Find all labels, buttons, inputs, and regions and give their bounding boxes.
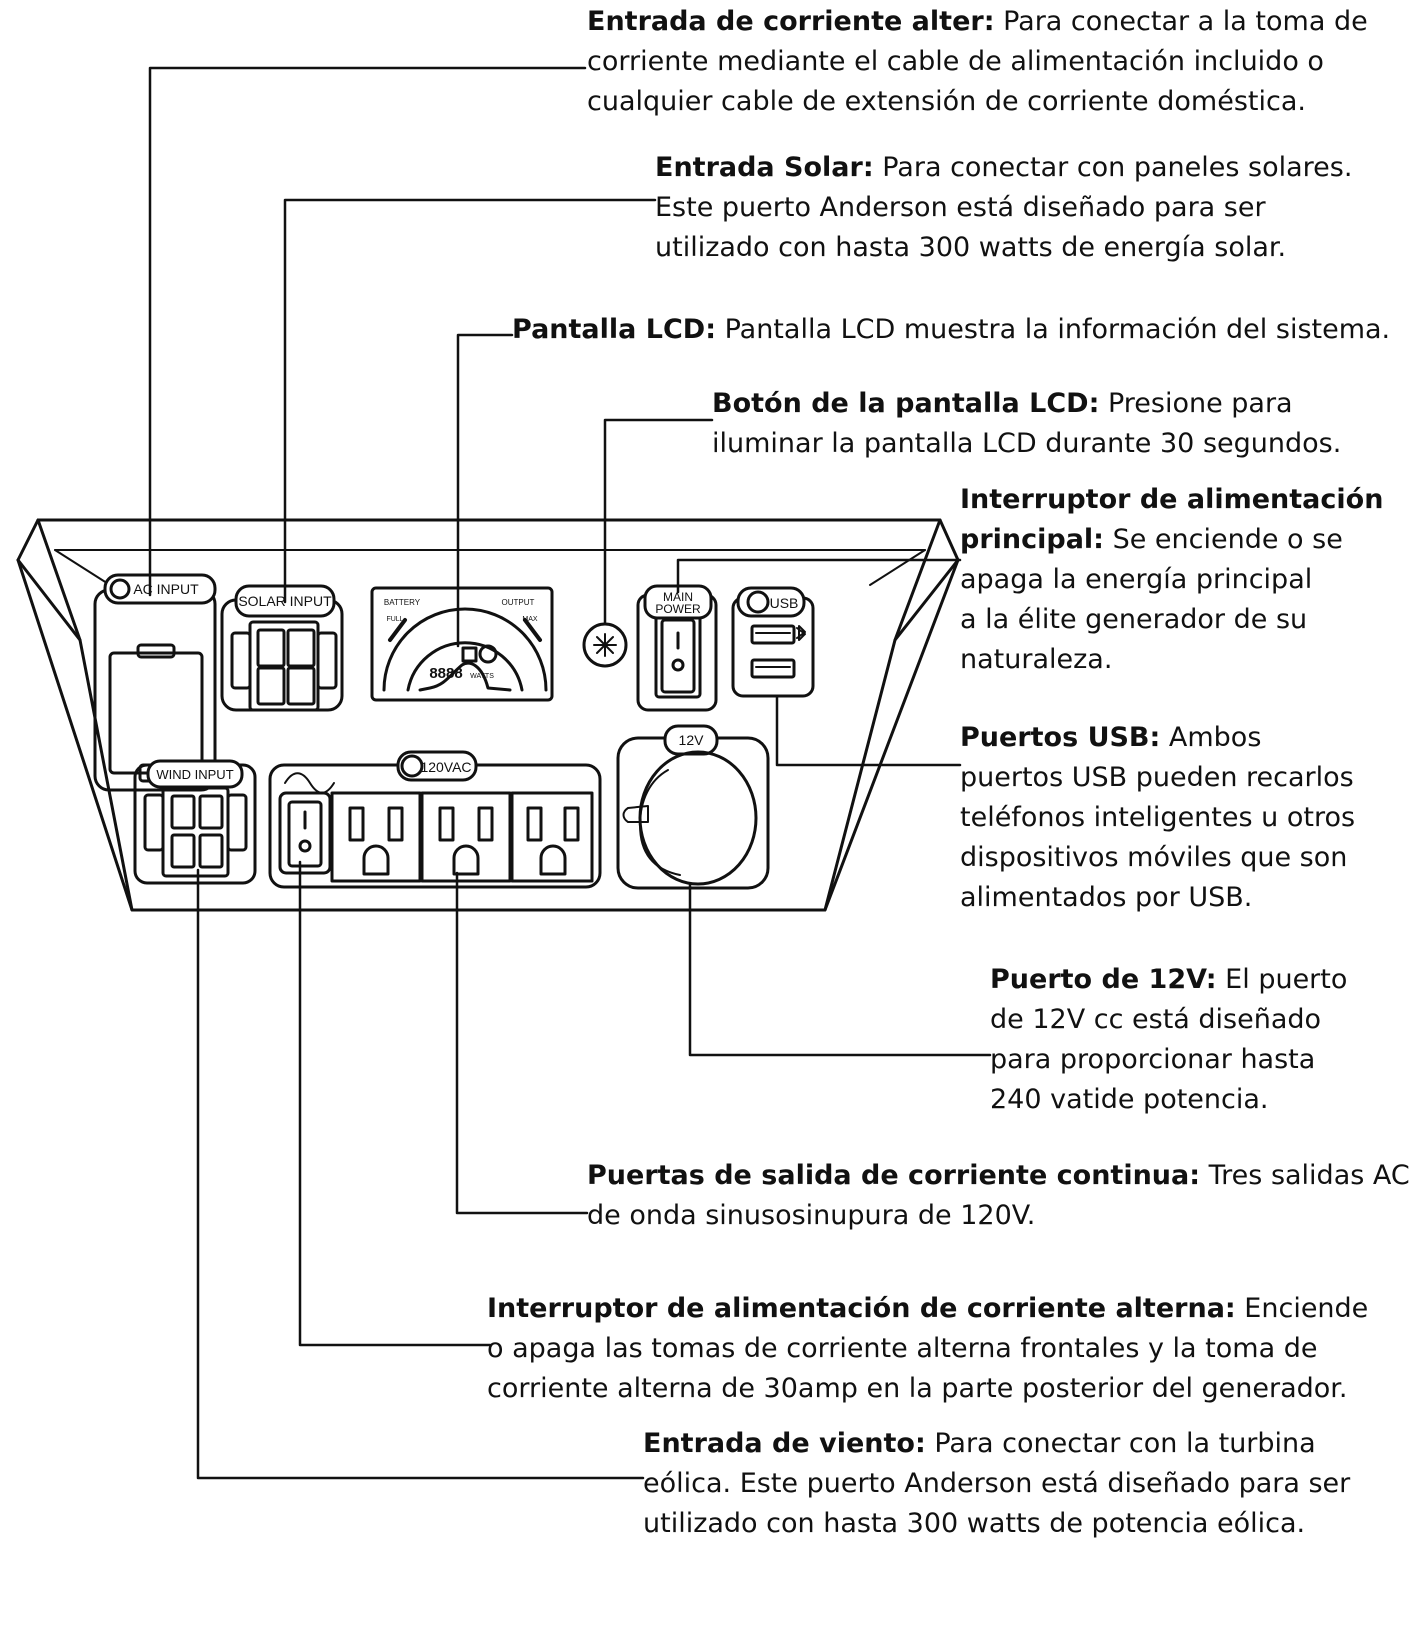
panel-housing: [16, 518, 960, 912]
callout-text: para proporcionar hasta: [990, 1044, 1316, 1075]
full-label: FULL: [386, 616, 403, 623]
callout-text: cualquier cable de extensión de corrient…: [587, 86, 1306, 117]
panel-labels: AC INPUT SOLAR INPUT BATTERY FULL OUTPUT…: [133, 581, 798, 782]
leader-lines: [148, 66, 992, 1480]
callout-text: eólica. Este puerto Anderson está diseña…: [643, 1468, 1351, 1499]
usb-label: USB: [770, 595, 799, 611]
callout-ac-switch: Interruptor de alimentación de corriente…: [487, 1289, 1368, 1409]
callout-text: de 12V cc está diseñado: [990, 1004, 1322, 1035]
callout-title: Botón de la pantalla LCD:: [712, 388, 1100, 419]
main-power-label-2: POWER: [655, 602, 701, 616]
callout-text: iluminar la pantalla LCD durante 30 segu…: [712, 428, 1342, 459]
callout-text: Para conectar a la toma de: [994, 6, 1368, 37]
output-label: OUTPUT: [502, 598, 535, 607]
watts-label: WATTS: [470, 673, 494, 680]
callout-text: dispositivos móviles que son: [960, 842, 1348, 873]
callout-wind-input: Entrada de viento: Para conectar con la …: [643, 1424, 1350, 1544]
lcd-button[interactable]: [582, 622, 628, 668]
callout-title: Entrada de viento:: [643, 1428, 926, 1459]
ac-outlets-group: [268, 750, 602, 889]
wind-input-label: WIND INPUT: [156, 767, 233, 782]
ac-input-label: AC INPUT: [133, 581, 199, 597]
callout-text: puertos USB pueden recarlos: [960, 762, 1354, 793]
ac-outlet-2[interactable]: [420, 791, 512, 883]
wind-input-port[interactable]: [133, 759, 257, 885]
callout-text: a la élite generador de su: [960, 604, 1308, 635]
callout-text: de onda sinusosinupura de 120V.: [587, 1200, 1036, 1231]
callout-text: apaga la energía principal: [960, 564, 1313, 595]
callout-title: Pantalla LCD:: [512, 314, 716, 345]
battery-label: BATTERY: [384, 598, 421, 607]
callout-text: naturaleza.: [960, 644, 1113, 675]
callout-title: Interruptor de alimentación de corriente…: [487, 1293, 1236, 1324]
callout-text: alimentados por USB.: [960, 882, 1253, 913]
usb-ports[interactable]: [731, 586, 815, 698]
callout-text: Enciende: [1235, 1293, 1369, 1324]
callout-text: utilizado con hasta 300 watts de potenci…: [643, 1508, 1306, 1539]
callout-solar-input: Entrada Solar: Para conectar con paneles…: [655, 148, 1352, 268]
ac-outlet-3[interactable]: [510, 791, 594, 883]
callout-text: El puerto: [1216, 964, 1348, 995]
ac-input-port[interactable]: [93, 573, 217, 792]
main-power-switch[interactable]: [636, 584, 718, 712]
callout-text: Para conectar con paneles solares.: [873, 152, 1353, 183]
solar-input-label: SOLAR INPUT: [238, 593, 332, 609]
callout-text: Tres salidas AC: [1200, 1160, 1410, 1191]
callout-text: teléfonos inteligentes u otros: [960, 802, 1356, 833]
callout-text: corriente alterna de 30amp en la parte p…: [487, 1373, 1348, 1404]
callout-text: Para conectar con la turbina: [925, 1428, 1316, 1459]
callout-title-cont: principal:: [960, 524, 1104, 555]
callout-title: Entrada Solar:: [655, 152, 874, 183]
main-power-label-1: MAIN: [663, 590, 693, 604]
callout-lcd: Pantalla LCD: Pantalla LCD muestra la in…: [512, 310, 1390, 350]
callout-text: o apaga las tomas de corriente alterna f…: [487, 1333, 1318, 1364]
callout-text: Se enciende o se: [1103, 524, 1343, 555]
callout-title: Puertas de salida de corriente continua:: [587, 1160, 1201, 1191]
callout-lcd-button: Botón de la pantalla LCD: Presione para …: [712, 384, 1341, 464]
vac-label: 120VAC: [420, 759, 471, 775]
digits-readout: 8888: [429, 665, 462, 682]
callout-usb: Puertos USB: Ambos puertos USB pueden re…: [960, 718, 1355, 918]
callout-title: Interruptor de alimentación: [960, 484, 1384, 515]
callout-title: Puertos USB:: [960, 722, 1161, 753]
callout-text: Este puerto Anderson está diseñado para …: [655, 192, 1266, 223]
ac-power-switch[interactable]: [278, 791, 332, 875]
callout-text: Presione para: [1099, 388, 1293, 419]
callout-text: Ambos: [1160, 722, 1262, 753]
callout-12v: Puerto de 12V: El puerto de 12V cc está …: [990, 960, 1347, 1120]
callout-ac-outlets: Puertas de salida de corriente continua:…: [587, 1156, 1410, 1236]
callout-text: Pantalla LCD muestra la información del …: [716, 314, 1391, 345]
max-label: MAX: [522, 616, 538, 623]
ac-outlet-1[interactable]: [330, 791, 422, 883]
callout-text: utilizado con hasta 300 watts de energía…: [655, 232, 1287, 263]
12v-label: 12V: [679, 732, 705, 748]
callout-main-power: Interruptor de alimentación principal: S…: [960, 480, 1383, 680]
12v-port[interactable]: [616, 724, 770, 890]
callout-text: corriente mediante el cable de alimentac…: [587, 46, 1324, 77]
callout-text: 240 vatide potencia.: [990, 1084, 1269, 1115]
callout-title: Puerto de 12V:: [990, 964, 1217, 995]
callout-ac-input: Entrada de corriente alter: Para conecta…: [587, 2, 1368, 122]
lcd-display: [370, 586, 554, 702]
callout-title: Entrada de corriente alter:: [587, 6, 995, 37]
